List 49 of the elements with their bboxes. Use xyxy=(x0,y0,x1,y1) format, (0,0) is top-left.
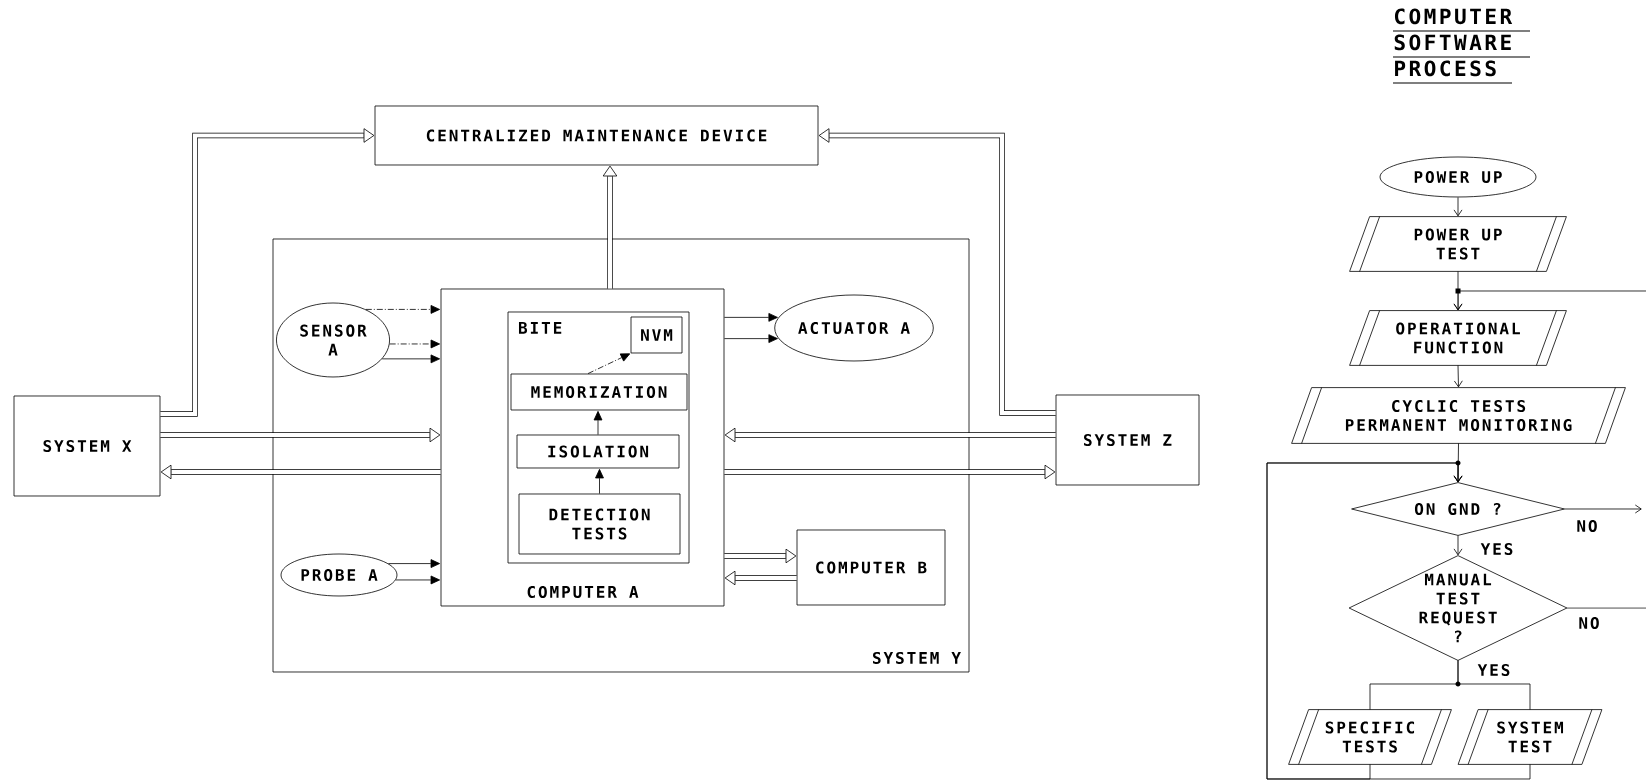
arrow xyxy=(160,427,441,443)
edge-label: NO xyxy=(1577,615,1601,631)
arrow xyxy=(395,575,441,585)
arrow xyxy=(160,464,441,480)
block-box: NVM xyxy=(630,316,683,354)
block-box: SYSTEM X xyxy=(13,395,161,497)
arrow xyxy=(724,313,778,322)
arrow xyxy=(724,334,778,343)
arrow xyxy=(724,464,1056,480)
parallelogram-box: CYCLIC TESTS PERMANENT MONITORING xyxy=(1291,387,1626,444)
arrow xyxy=(724,570,797,586)
arrow xyxy=(818,128,1056,416)
arrow xyxy=(381,354,441,364)
ellipse-node: SENSOR A xyxy=(276,302,390,378)
arrow xyxy=(724,427,1056,443)
arrow xyxy=(365,305,441,314)
arrow xyxy=(1453,290,1646,311)
arrow xyxy=(389,339,441,349)
block-box: SYSTEM Z xyxy=(1055,394,1200,486)
arrow xyxy=(587,353,631,374)
arrow xyxy=(593,410,603,435)
parallelogram-box: SPECIFIC TESTS xyxy=(1288,709,1452,765)
arrow xyxy=(595,468,604,494)
arrow xyxy=(602,165,618,289)
arrow xyxy=(1564,504,1642,514)
arrow xyxy=(1453,197,1463,217)
arrow xyxy=(724,548,797,564)
ellipse-node: PROBE A xyxy=(280,553,398,597)
parallelogram-box: POWER UP TEST xyxy=(1349,216,1567,272)
edge-label: YES xyxy=(1479,541,1515,557)
block-box: COMPUTER B xyxy=(796,529,946,606)
ellipse-node: ACTUATOR A xyxy=(774,294,934,362)
connector-line xyxy=(1566,607,1646,609)
heading: COMPUTER SOFTWARE PROCESS xyxy=(1394,8,1513,77)
edge-label: YES xyxy=(1476,662,1512,678)
arrow xyxy=(1266,462,1531,780)
parallelogram-box: SYSTEM TEST xyxy=(1457,709,1603,765)
parallelogram-box: OPERATIONAL FUNCTION xyxy=(1349,310,1567,366)
arrow xyxy=(160,128,375,417)
connector-line xyxy=(1457,660,1531,710)
block-box: ISOLATION xyxy=(516,434,680,469)
block-box: DETECTION TESTS xyxy=(518,493,681,555)
block-box: MEMORIZATION xyxy=(510,373,688,411)
edge-label: NO xyxy=(1575,518,1599,534)
block-box: CENTRALIZED MAINTENANCE DEVICE xyxy=(374,105,819,166)
arrow xyxy=(388,559,441,568)
arrow xyxy=(1453,365,1463,388)
arrow xyxy=(1453,535,1463,556)
ellipse-node: POWER UP xyxy=(1379,156,1537,198)
